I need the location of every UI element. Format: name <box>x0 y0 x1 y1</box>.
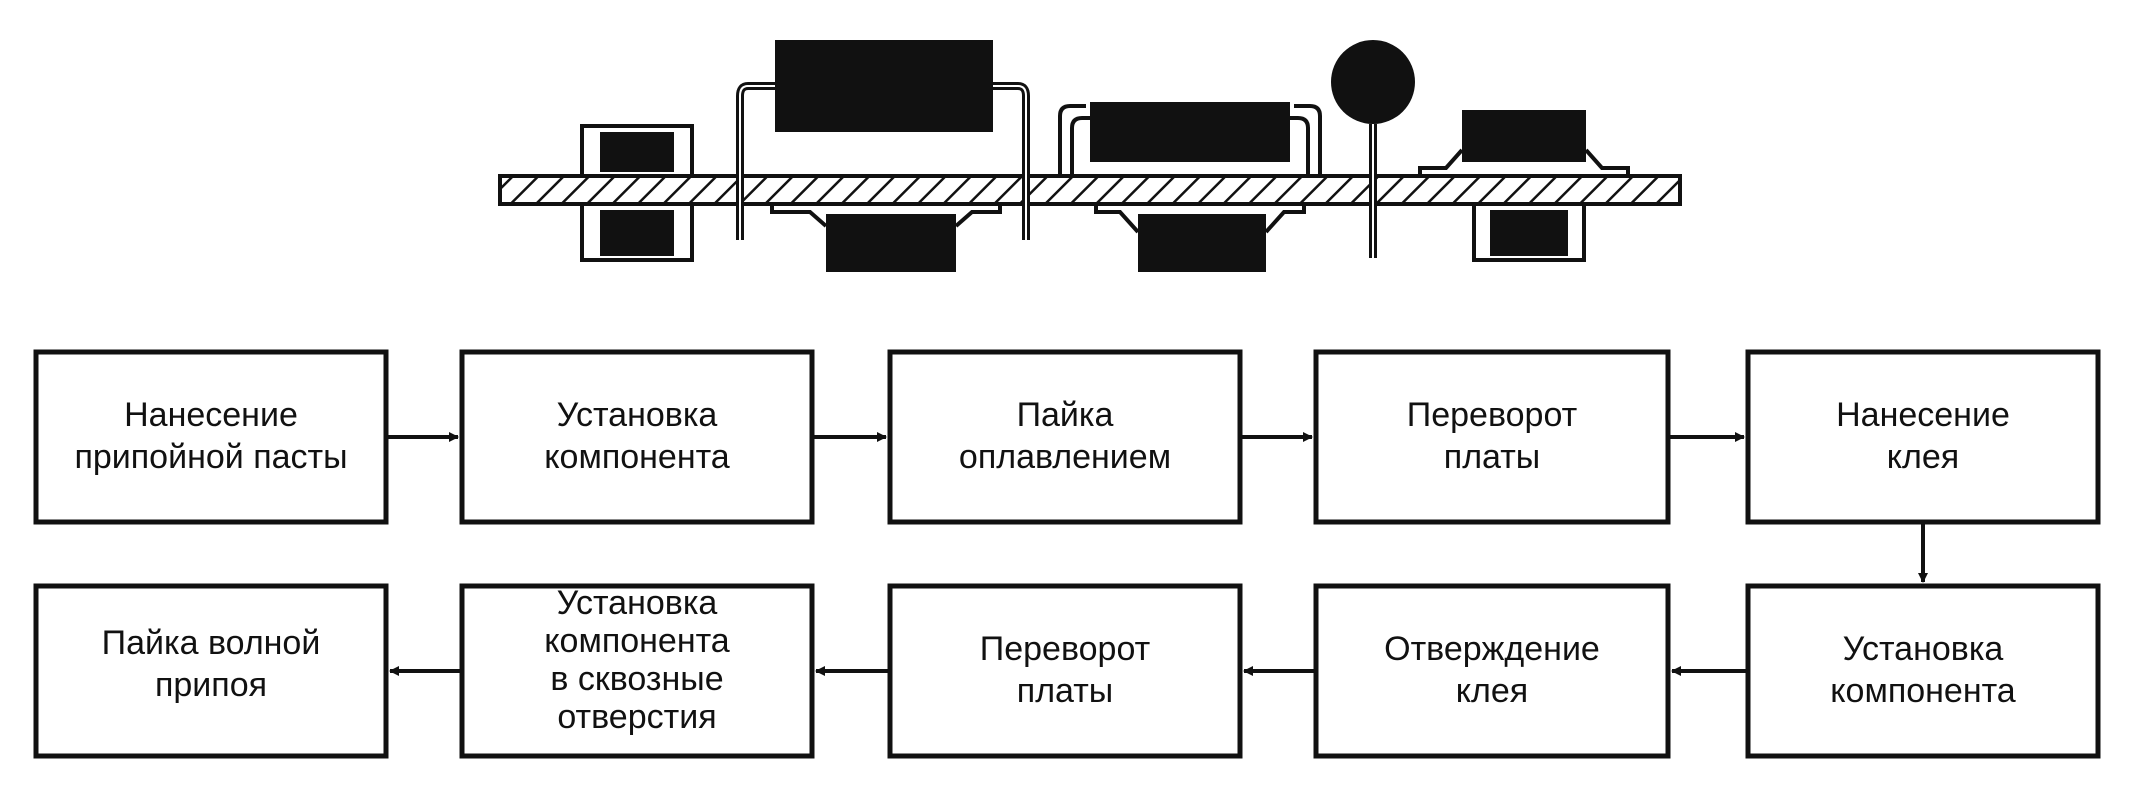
step-label: платы <box>1017 672 1113 710</box>
step-label: Пайка <box>1017 396 1114 434</box>
radial-component <box>1331 40 1415 258</box>
step-label: Переворот <box>980 630 1150 668</box>
step-label: клея <box>1887 438 1959 476</box>
step-label: в сквозные <box>550 660 723 698</box>
step-box: Переворот платы <box>1313 349 1671 525</box>
step-label: отверстия <box>557 698 716 736</box>
step-label: Отверждение <box>1384 630 1600 668</box>
step-label: клея <box>1456 672 1528 710</box>
flow-row-1: Нанесение припойной пасты Установка комп… <box>33 349 2101 525</box>
step-box: Пайка волной припоя <box>33 583 389 759</box>
step-label: Переворот <box>1407 396 1577 434</box>
step-box: Пайка оплавлением <box>887 349 1243 525</box>
step-label: Установка <box>1843 630 2004 668</box>
step-label: компонента <box>544 438 730 476</box>
flow-arrows <box>386 432 1928 676</box>
step-label: Пайка волной <box>102 624 321 662</box>
step-label: припоя <box>155 666 267 704</box>
pcb-cross-section-icon <box>498 40 1682 272</box>
smd-component-right <box>1418 110 1630 262</box>
step-label: Нанесение <box>124 396 298 434</box>
through-hole-component <box>736 40 1030 272</box>
step-box: Нанесение клея <box>1745 349 2101 525</box>
step-box: Установка компонента <box>1745 583 2101 759</box>
step-box: Установка компонента <box>459 349 815 525</box>
step-label: Установка <box>557 584 718 622</box>
smd-component-top <box>1058 102 1322 272</box>
step-label: компонента <box>544 622 730 660</box>
step-label: платы <box>1444 438 1540 476</box>
step-box: Установка компонента в сквозные отверсти… <box>459 583 815 759</box>
step-label: компонента <box>1830 672 2016 710</box>
step-box: Нанесение припойной пасты <box>33 349 389 525</box>
step-label: Установка <box>557 396 718 434</box>
flow-row-2: Установка компонента Отверждение клея Пе… <box>33 583 2101 759</box>
step-label: Нанесение <box>1836 396 2010 434</box>
pcb-board <box>498 174 1682 206</box>
step-box: Переворот платы <box>887 583 1243 759</box>
step-label: припойной пасты <box>74 438 347 476</box>
chip-component-left <box>580 124 694 262</box>
step-box: Отверждение клея <box>1313 583 1671 759</box>
step-label: оплавлением <box>959 438 1171 476</box>
